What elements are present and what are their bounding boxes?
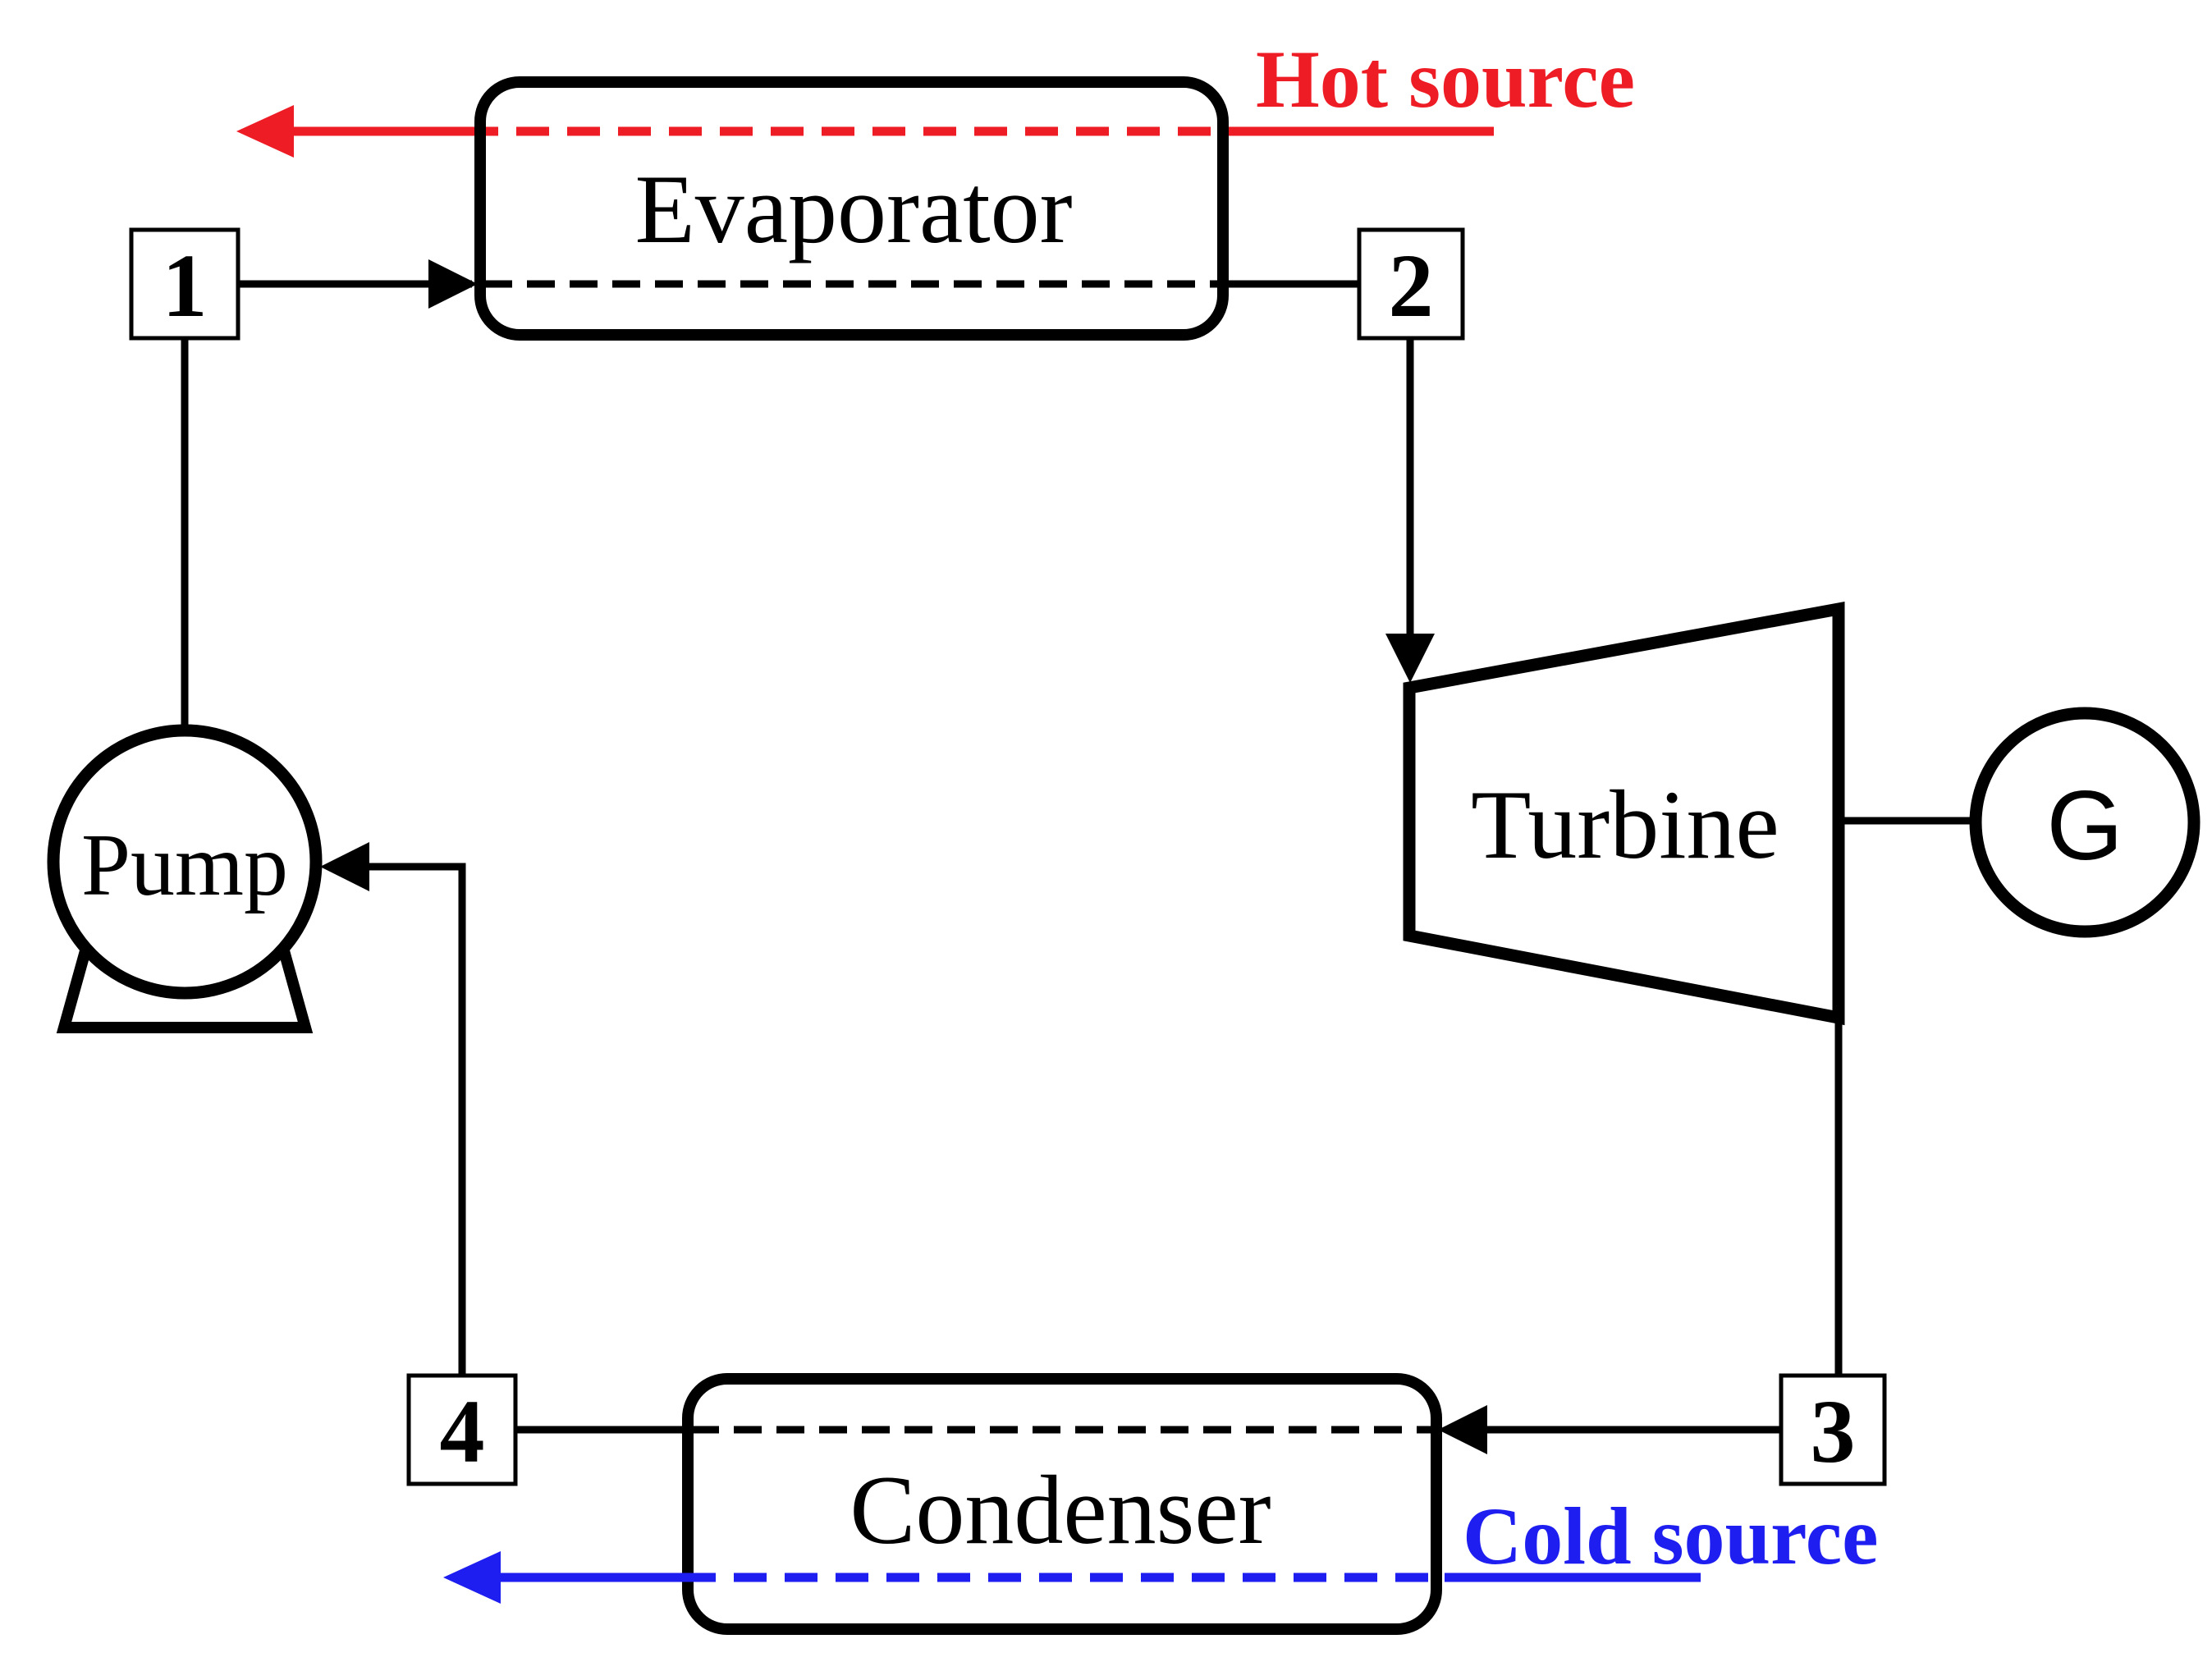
cold-outlet-arrow [443, 1551, 501, 1604]
arrow-into-condenser [1438, 1405, 1487, 1454]
state-label-4: 4 [440, 1381, 485, 1481]
generator-label: G [2046, 771, 2123, 881]
state-point-1: 1 [129, 227, 240, 341]
evaporator-label: Evaporator [634, 154, 1072, 263]
pump-label: Pump [81, 817, 288, 914]
generator-circle [1969, 707, 2201, 938]
state-label-1: 1 [163, 236, 208, 336]
state-label-3: 3 [1811, 1381, 1856, 1481]
state-point-3: 3 [1779, 1373, 1887, 1486]
pipe-4-to-pump [361, 863, 466, 1376]
arrow-into-turbine [1385, 634, 1435, 683]
condenser-label: Condenser [850, 1455, 1271, 1564]
hot-source-label: Hot source [1256, 34, 1635, 125]
state-point-4: 4 [406, 1373, 518, 1486]
arrow-into-pump [320, 842, 369, 891]
cold-source-stream [443, 1551, 1701, 1604]
state-point-2: 2 [1357, 227, 1465, 341]
evaporator-box [474, 76, 1229, 341]
condenser-box [682, 1373, 1442, 1635]
state-label-2: 2 [1389, 236, 1434, 336]
cold-source-label: Cold source [1463, 1490, 1879, 1582]
turbine-label: Turbine [1471, 770, 1779, 879]
arrow-into-evaporator [428, 259, 478, 309]
hot-outlet-arrow [236, 105, 294, 158]
hot-source-stream [236, 105, 1494, 158]
